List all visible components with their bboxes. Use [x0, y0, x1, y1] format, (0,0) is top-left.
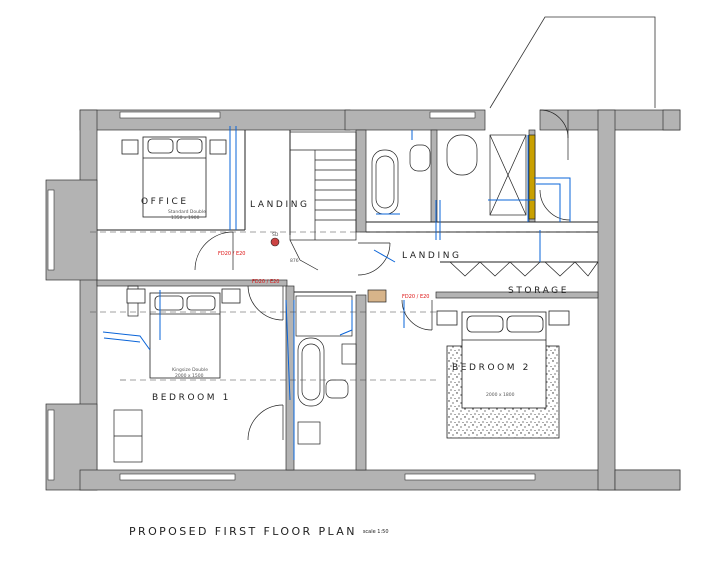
room-label-landing-east: LANDING — [402, 251, 462, 261]
bedroom1-bed — [126, 288, 241, 379]
office-bed-label: Standard Double — [168, 209, 206, 215]
room-label-storage: STORAGE — [508, 286, 569, 296]
storage-doors — [449, 261, 599, 277]
room-label-office: OFFICE — [141, 197, 189, 207]
bedroom2-bed — [436, 310, 570, 439]
stair-dimension: 876 — [290, 258, 299, 264]
bedroom1-bed-label: Kingsize Double — [172, 367, 208, 373]
bedroom1-bed-size: 2000 x 1500 — [175, 373, 204, 379]
partitions — [97, 130, 598, 293]
plan-title-text: PROPOSED FIRST FLOOR PLAN — [129, 525, 357, 538]
fire-door-label: FD20 / E20 — [402, 294, 429, 300]
section-lines — [90, 231, 600, 381]
bathroom — [295, 289, 387, 445]
smoke-detector-label: SD — [272, 232, 279, 238]
plan-scale: scale 1:50 — [362, 529, 389, 535]
roof-outline — [489, 16, 656, 109]
ensuite-north — [371, 134, 536, 220]
fire-door-label: FD20 / E20 — [252, 279, 279, 285]
office-bed-size: 1350 x 1900 — [171, 215, 200, 221]
fire-door-label: FD20 / E20 — [218, 251, 245, 257]
room-label-landing-west: LANDING — [250, 200, 310, 210]
office-bed — [121, 136, 227, 218]
staircase — [289, 131, 357, 271]
bedroom2-bed-size: 2000 x 1800 — [486, 392, 515, 398]
room-label-bedroom2: BEDROOM 2 — [452, 363, 531, 373]
smoke-detector-icon — [270, 237, 280, 247]
plan-title: PROPOSED FIRST FLOOR PLAN scale 1:50 — [129, 525, 389, 538]
bedroom1-wardrobe — [113, 285, 143, 463]
windows — [47, 111, 536, 481]
room-label-bedroom1: BEDROOM 1 — [152, 393, 231, 403]
door-swings — [194, 109, 571, 441]
